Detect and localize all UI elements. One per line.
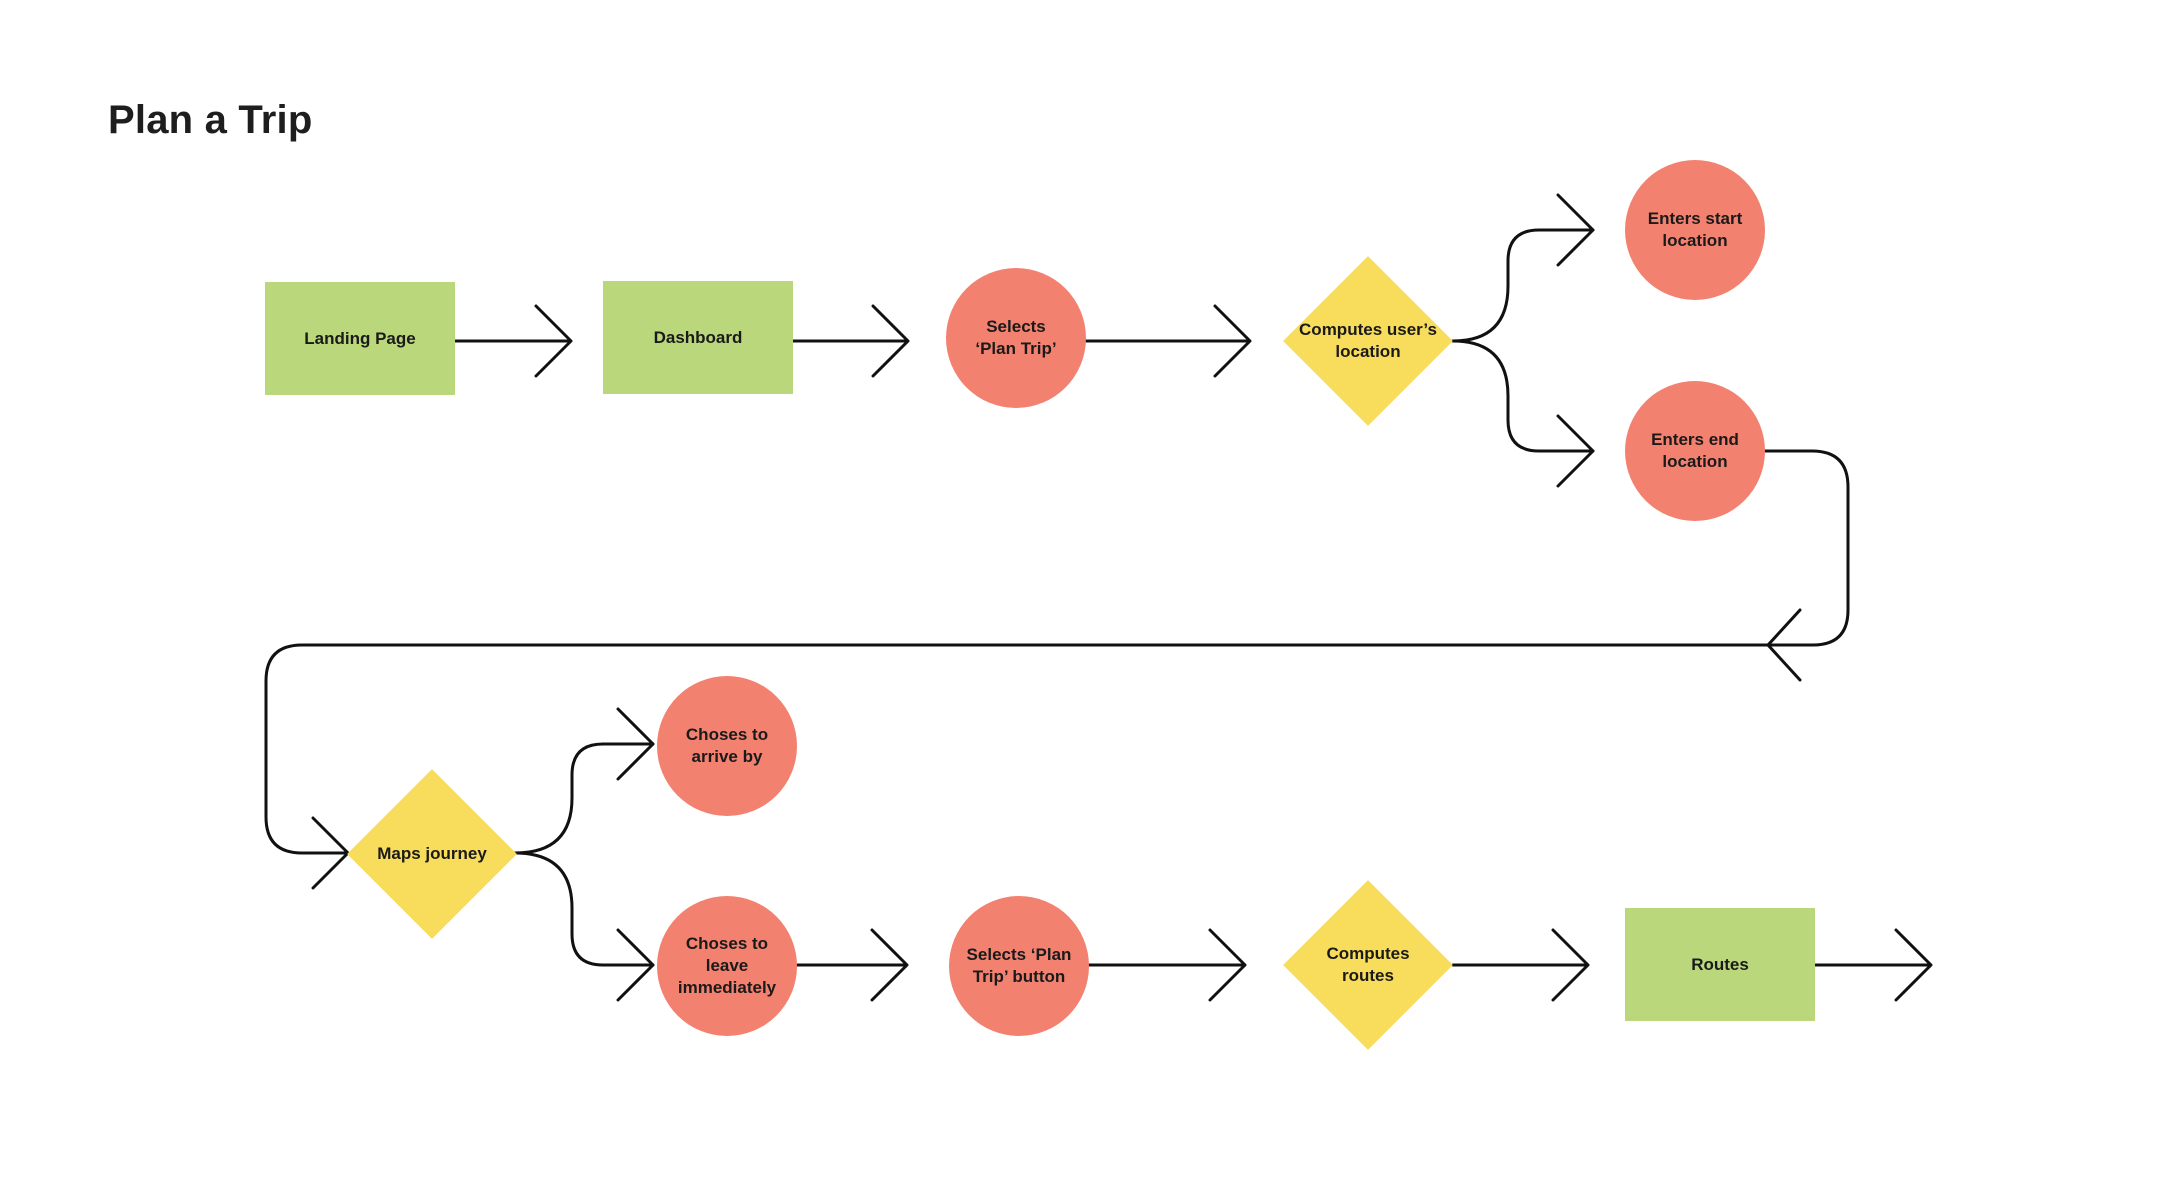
enters-start-node: Enters start location [1625, 160, 1765, 300]
landing-page-node: Landing Page [265, 282, 455, 395]
enters-end-label: Enters end location [1651, 430, 1739, 471]
arrow-selects-to-computes [1084, 304, 1252, 378]
arrow-selects-button-to-computes-routes [1084, 928, 1247, 1002]
selects-button-node: Selects ‘Plan Trip’ button [949, 896, 1089, 1036]
arrow-leave-to-selects-button [795, 928, 909, 1002]
routes-label: Routes [1691, 954, 1749, 974]
selects-button-label: Selects ‘Plan Trip’ button [966, 945, 1072, 986]
enters-start-label: Enters start location [1647, 209, 1743, 250]
landing-page-label: Landing Page [304, 328, 416, 348]
dashboard-label: Dashboard [653, 327, 743, 347]
enters-end-node: Enters end location [1625, 381, 1765, 521]
maps-journey-label: Maps journey [377, 844, 487, 863]
routes-node: Routes [1625, 908, 1815, 1021]
choses-arrive-label: Choses to arrive by [685, 725, 769, 766]
computes-routes-label: Computes routes [1326, 944, 1410, 985]
computes-location-node: Computes user’s location [1283, 256, 1453, 426]
maps-journey-node: Maps journey [347, 769, 517, 939]
arrow-routes-exit [1813, 928, 1933, 1002]
dashboard-node: Dashboard [603, 281, 793, 394]
arrow-branch-to-arrive [513, 707, 655, 855]
choses-leave-label: Choses to leave immediately [677, 934, 777, 997]
selects-plan-trip-label: Selects ‘Plan Trip’ [975, 317, 1057, 358]
arrow-branch-to-leave [513, 851, 655, 1002]
arrow-computes-routes-to-routes [1451, 928, 1590, 1002]
arrow-landing-to-dashboard [453, 304, 573, 378]
choses-leave-node: Choses to leave immediately [657, 896, 797, 1036]
arrow-branch-to-end [1451, 339, 1595, 488]
computes-location-label: Computes user’s location [1299, 320, 1437, 361]
choses-arrive-node: Choses to arrive by [657, 676, 797, 816]
selects-plan-trip-node: Selects ‘Plan Trip’ [946, 268, 1086, 408]
arrow-dashboard-to-selects [791, 304, 910, 378]
page-title: Plan a Trip [108, 98, 313, 142]
computes-routes-node: Computes routes [1283, 880, 1453, 1050]
return-line-end-to-row2 [264, 449, 1850, 890]
arrow-branch-to-start [1451, 193, 1595, 343]
